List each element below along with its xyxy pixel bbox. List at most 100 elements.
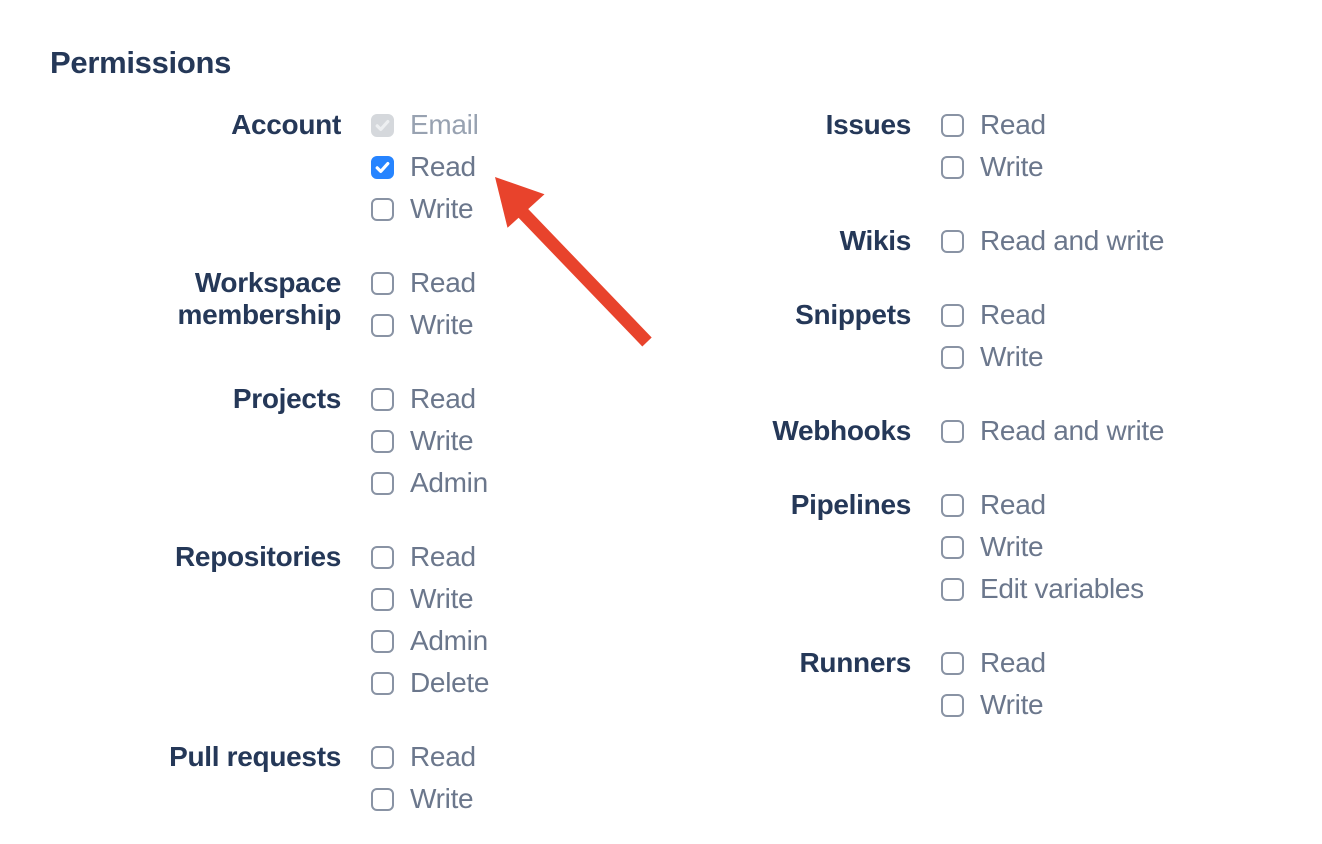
snippets-write-checkbox[interactable] [941, 345, 964, 369]
checkbox-label: Read [980, 489, 1046, 520]
projects-admin-checkbox[interactable] [371, 471, 394, 495]
pipelines-read-row[interactable]: Read [941, 484, 1144, 526]
issues-read-row[interactable]: Read [941, 104, 1046, 146]
account-email-checkbox [371, 113, 394, 137]
projects-read-checkbox[interactable] [371, 387, 394, 411]
repositories-admin-row[interactable]: Admin [371, 620, 489, 662]
pull-requests-read-row[interactable]: Read [371, 736, 476, 778]
check-icon [375, 161, 390, 173]
checkbox-label: Read [410, 541, 476, 572]
checkbox-label: Write [980, 531, 1044, 562]
projects-admin-row[interactable]: Admin [371, 462, 488, 504]
permission-group-label: Workspace membership [177, 267, 342, 330]
checkbox-label: Read and write [980, 225, 1165, 256]
webhooks-read-and-write-checkbox[interactable] [941, 419, 964, 443]
repositories-write-row[interactable]: Write [371, 578, 489, 620]
checkbox-label: Write [980, 151, 1044, 182]
snippets-read-row[interactable]: Read [941, 294, 1046, 336]
permission-group-label: Repositories [175, 541, 341, 572]
snippets-read-checkbox[interactable] [941, 303, 964, 327]
account-write-checkbox[interactable] [371, 197, 394, 221]
check-icon [375, 119, 390, 131]
runners-write-checkbox[interactable] [941, 693, 964, 717]
checkbox-label: Email [410, 109, 479, 140]
pull-requests-write-row[interactable]: Write [371, 778, 476, 820]
red-arrow-shaft [518, 208, 652, 347]
permission-options: Read and write [941, 410, 1164, 452]
repositories-write-checkbox[interactable] [371, 587, 394, 611]
runners-write-row[interactable]: Write [941, 684, 1046, 726]
checkbox-label: Edit variables [980, 573, 1144, 604]
checkbox-label: Read [410, 267, 476, 298]
permission-group-label: Pipelines [790, 489, 912, 520]
pipelines-edit-variables-checkbox[interactable] [941, 577, 964, 601]
account-read-row[interactable]: Read [371, 146, 479, 188]
checkbox-label: Write [410, 193, 474, 224]
checkbox-label: Delete [410, 667, 490, 698]
workspace-membership-read-checkbox[interactable] [371, 271, 394, 295]
checkbox-label: Write [410, 783, 474, 814]
pipelines-read-checkbox[interactable] [941, 493, 964, 517]
red-arrow-head [495, 177, 545, 228]
checkbox-label: Write [980, 341, 1044, 372]
checkbox-label: Write [410, 583, 474, 614]
permission-group-webhooks: Webhooks Read and write [640, 410, 1164, 452]
checkbox-label: Write [410, 309, 474, 340]
issues-read-checkbox[interactable] [941, 113, 964, 137]
workspace-membership-write-row[interactable]: Write [371, 304, 476, 346]
issues-write-checkbox[interactable] [941, 155, 964, 179]
repositories-delete-row[interactable]: Delete [371, 662, 489, 704]
checkbox-label: Read [410, 383, 476, 414]
pipelines-write-checkbox[interactable] [941, 535, 964, 559]
pipelines-write-row[interactable]: Write [941, 526, 1144, 568]
repositories-admin-checkbox[interactable] [371, 629, 394, 653]
workspace-membership-read-row[interactable]: Read [371, 262, 476, 304]
checkbox-label: Read [410, 151, 476, 182]
snippets-write-row[interactable]: Write [941, 336, 1046, 378]
pull-requests-write-checkbox[interactable] [371, 787, 394, 811]
checkbox-label: Read [980, 109, 1046, 140]
permission-group-label: Snippets [795, 299, 911, 330]
pipelines-edit-variables-row[interactable]: Edit variables [941, 568, 1144, 610]
account-read-checkbox[interactable] [371, 155, 394, 179]
runners-read-checkbox[interactable] [941, 651, 964, 675]
repositories-read-row[interactable]: Read [371, 536, 489, 578]
repositories-read-checkbox[interactable] [371, 545, 394, 569]
permission-group-label: Pull requests [169, 741, 341, 772]
projects-write-row[interactable]: Write [371, 420, 488, 462]
webhooks-read-and-write-row[interactable]: Read and write [941, 410, 1164, 452]
wikis-read-and-write-row[interactable]: Read and write [941, 220, 1164, 262]
permission-group-label: Projects [232, 383, 341, 414]
wikis-read-and-write-checkbox[interactable] [941, 229, 964, 253]
checkbox-label: Write [410, 425, 474, 456]
projects-write-checkbox[interactable] [371, 429, 394, 453]
repositories-delete-checkbox[interactable] [371, 671, 394, 695]
workspace-membership-write-checkbox[interactable] [371, 313, 394, 337]
runners-read-row[interactable]: Read [941, 642, 1046, 684]
permission-group-label: Webhooks [772, 415, 911, 446]
pull-requests-read-checkbox[interactable] [371, 745, 394, 769]
issues-write-row[interactable]: Write [941, 146, 1046, 188]
projects-read-row[interactable]: Read [371, 378, 488, 420]
account-write-row[interactable]: Write [371, 188, 479, 230]
